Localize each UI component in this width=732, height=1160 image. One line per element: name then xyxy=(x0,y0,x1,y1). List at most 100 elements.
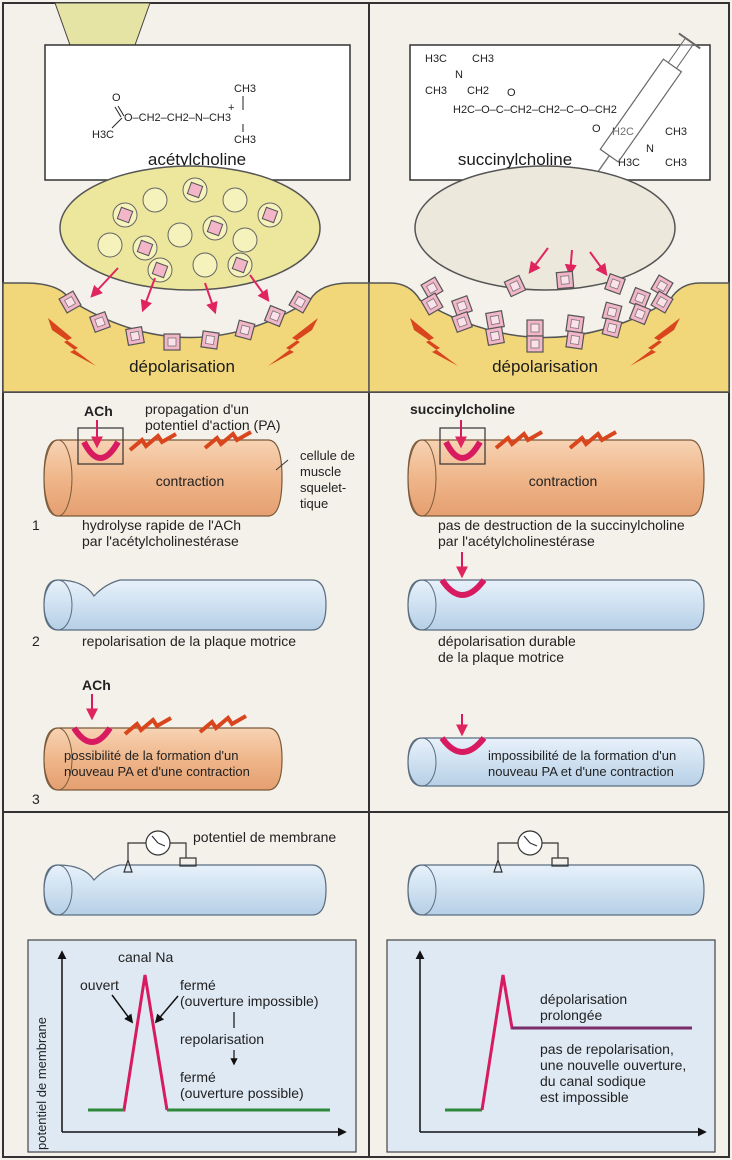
propagation-line2: potentiel d'action (PA) xyxy=(145,417,281,433)
receptor-inner xyxy=(490,331,499,340)
ferme2-line1: fermé xyxy=(180,1069,216,1085)
ferme2-line2: (ouverture possible) xyxy=(180,1085,304,1101)
presynaptic-terminal-empty xyxy=(415,166,675,290)
vesicle xyxy=(148,258,172,282)
cell-label-line1: cellule de xyxy=(300,448,355,463)
receptor-inner xyxy=(205,335,214,344)
y-axis-label: potentiel de membrane xyxy=(34,1017,49,1150)
receptor-inner xyxy=(490,315,499,324)
step2-number: 2 xyxy=(32,633,40,649)
muscle-cell-b1 xyxy=(44,865,326,915)
vesicle xyxy=(183,178,207,202)
bottom-left-panel: potentiel de membrane potentiel de membr… xyxy=(28,829,356,1152)
note-line4: est impossible xyxy=(540,1089,629,1105)
bottom-right-panel: dépolarisation prolongée pas de repolari… xyxy=(387,831,715,1152)
step2-text: repolarisation de la plaque motrice xyxy=(82,633,296,649)
depolarisation-label-right: dépolarisation xyxy=(492,357,598,376)
note-line1: pas de repolarisation, xyxy=(540,1041,674,1057)
vesicle-circle xyxy=(98,233,122,257)
depol-prolongee-line2: prolongée xyxy=(540,1007,602,1023)
vesicle xyxy=(168,223,192,247)
succ-h3c-a: H3C xyxy=(425,53,447,65)
vesicle xyxy=(98,233,122,257)
receptor xyxy=(527,336,543,352)
step1-line2: par l'acétylcholinestérase xyxy=(82,533,239,549)
receptor-inner xyxy=(607,323,617,333)
vesicle xyxy=(133,236,157,260)
step3-line2: nouveau PA et d'une contraction xyxy=(64,764,250,779)
succ-chain: H2C–O–C–CH2–CH2–C–O–CH2 xyxy=(453,104,617,116)
step3-r-line1: impossibilité de la formation d'un xyxy=(488,748,676,763)
receptor xyxy=(602,318,622,338)
receptor-inner xyxy=(607,307,617,317)
receptor-inner xyxy=(561,276,570,285)
muscle-cell-b2 xyxy=(408,865,704,915)
receptor-inner xyxy=(130,331,139,340)
succ-ch2-a: CH2 xyxy=(467,85,489,97)
step3-line1: possibilité de la formation d'un xyxy=(64,748,238,763)
note-line2: une nouvelle ouverture, xyxy=(540,1057,686,1073)
vesicle xyxy=(233,228,257,252)
ferme1-line1: fermé xyxy=(180,977,216,993)
vesicle-circle xyxy=(168,223,192,247)
middle-right-panel: succinylcholine contraction pas de destr… xyxy=(408,401,704,786)
receptor xyxy=(164,334,180,350)
membrane-potential-label: potentiel de membrane xyxy=(193,829,336,845)
formula-ch3-bottom: CH3 xyxy=(234,134,256,146)
contraction-label: contraction xyxy=(156,473,224,489)
receptor xyxy=(201,331,219,349)
receptor-inner xyxy=(240,325,250,335)
step2-r-line1: dépolarisation durable xyxy=(438,633,576,649)
propagation-line1: propagation d'un xyxy=(145,401,249,417)
receptor xyxy=(235,320,255,340)
depol-prolongee-line1: dépolarisation xyxy=(540,991,627,1007)
succinylcholine-label: succinylcholine xyxy=(410,401,515,417)
succ-o2: O xyxy=(592,123,601,135)
step2-r-line2: de la plaque motrice xyxy=(438,649,564,665)
formula-o: O xyxy=(112,92,121,104)
receptor-inner xyxy=(531,324,539,332)
ach-label-2: ACh xyxy=(82,677,111,693)
receptor xyxy=(602,302,622,322)
receptor xyxy=(126,327,145,346)
receptor xyxy=(486,327,505,346)
formula-main-chain: O–CH2–CH2–N–CH3 xyxy=(124,112,231,124)
receptor xyxy=(527,320,543,336)
succ-ch3-d: CH3 xyxy=(665,157,687,169)
note-line3: du canal sodique xyxy=(540,1073,646,1089)
top-right-panel: H3C CH3 N CH3 CH2 H2C–O–C–CH2–CH2–C–O–CH… xyxy=(369,33,729,392)
receptor-inner xyxy=(168,338,176,346)
synapse-stalk xyxy=(55,3,150,45)
contraction-label-r: contraction xyxy=(529,473,597,489)
succ-n-b: N xyxy=(646,143,654,155)
top-left-panel: O H3C O–CH2–CH2–N–CH3 CH3 + CH3 acétylch… xyxy=(3,3,369,392)
succ-n-a: N xyxy=(455,69,463,81)
succ-ch3-a: CH3 xyxy=(472,53,494,65)
vesicle-circle xyxy=(233,228,257,252)
step1-r-line1: pas de destruction de la succinylcholine xyxy=(438,517,685,533)
succ-ch3-c: CH3 xyxy=(665,126,687,138)
succ-o1: O xyxy=(507,87,516,99)
vesicle xyxy=(143,188,167,212)
muscle-cell-2 xyxy=(44,580,326,630)
formula-plus: + xyxy=(228,102,234,114)
cell-label-line3: squelet- xyxy=(300,480,346,495)
ouvert-label: ouvert xyxy=(80,977,119,993)
repolarisation-label: repolarisation xyxy=(180,1031,264,1047)
vesicle-circle xyxy=(143,188,167,212)
ferme1-line2: (ouverture impossible) xyxy=(180,993,319,1009)
step1-line1: hydrolyse rapide de l'ACh xyxy=(82,517,241,533)
depolarisation-label-left: dépolarisation xyxy=(129,357,235,376)
formula-ch3-top: CH3 xyxy=(234,83,256,95)
receptor-inner xyxy=(531,340,539,348)
receptor xyxy=(556,271,573,288)
muscle-cell-r2 xyxy=(408,580,704,630)
step1-number: 1 xyxy=(32,517,40,533)
cell-label-line2: muscle xyxy=(300,464,341,479)
receptor-inner xyxy=(570,335,579,344)
vesicle xyxy=(113,203,137,227)
step3-number: 3 xyxy=(32,791,40,807)
vesicle-circle xyxy=(193,253,217,277)
ach-label: ACh xyxy=(84,403,113,419)
